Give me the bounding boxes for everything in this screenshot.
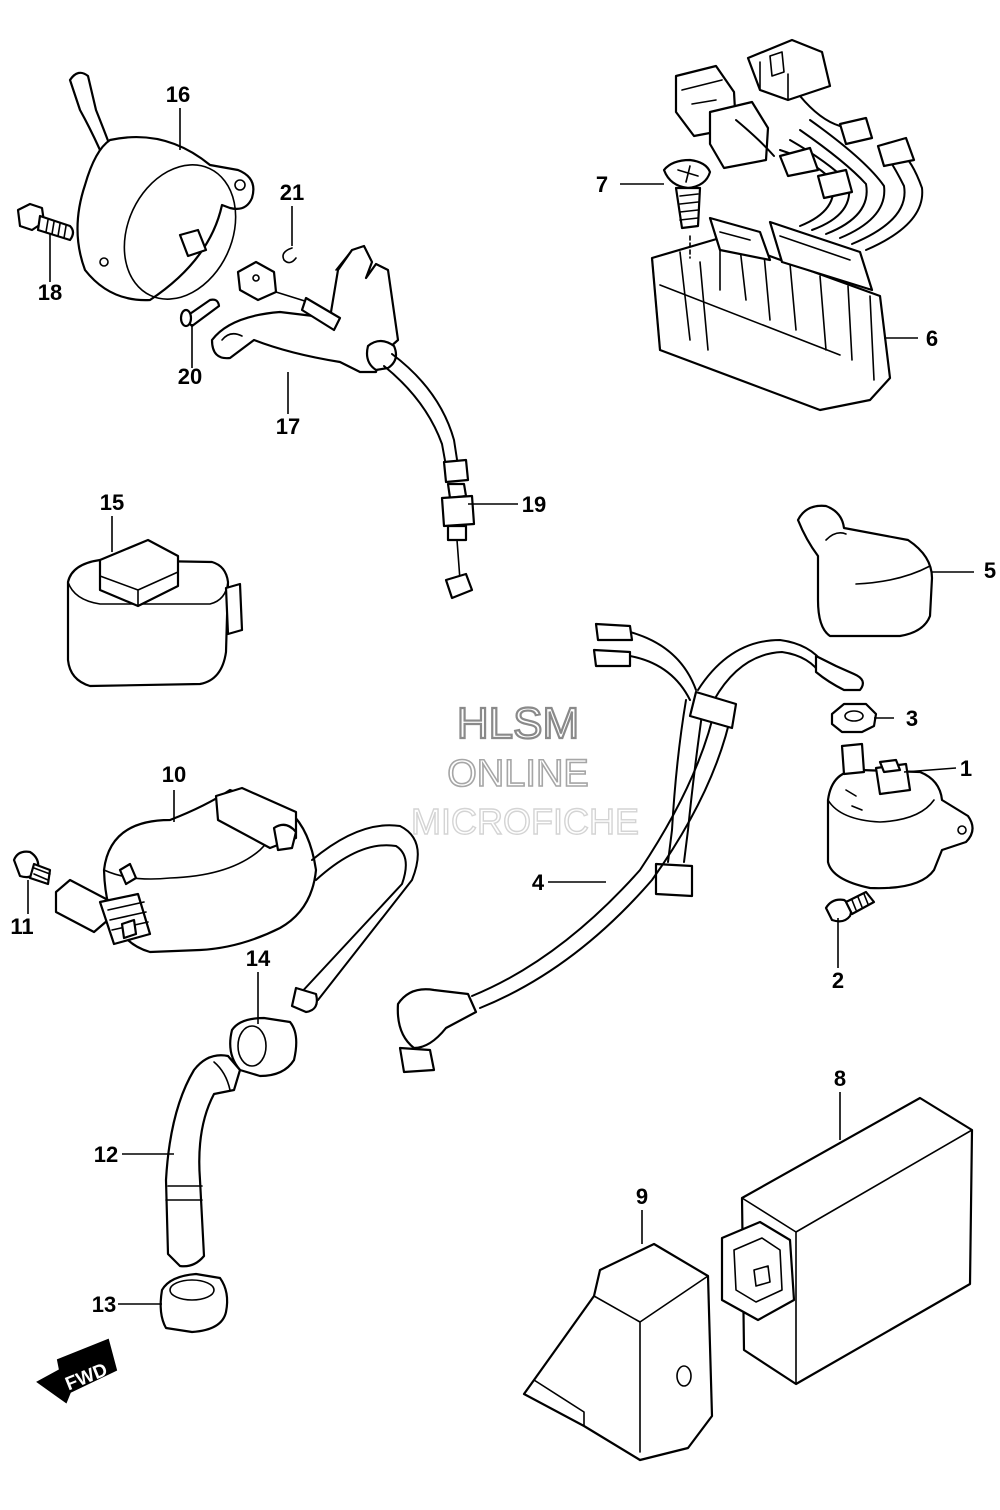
callout-3: 3: [906, 706, 918, 731]
watermark-line-2: ONLINE: [447, 753, 588, 795]
part-5-cover: [796, 504, 934, 638]
watermark-line-3: MICROFICHE: [411, 801, 639, 842]
callout-5: 5: [984, 558, 996, 583]
watermark-line-1: HLSM: [457, 699, 579, 748]
part-12-plug-cap: [164, 1054, 242, 1268]
callout-20: 20: [178, 364, 202, 389]
part-14-grommet: [229, 1016, 298, 1078]
part-3-nut: [830, 702, 878, 734]
callout-4: 4: [532, 870, 545, 895]
callout-19: 19: [522, 492, 546, 517]
callout-8: 8: [834, 1066, 846, 1091]
leader-lines: [27, 108, 974, 1305]
part-20-pin: [179, 298, 221, 328]
watermark: HLSM ONLINE MICROFICHE: [410, 698, 639, 843]
part-17-bracket: [210, 244, 400, 374]
part-4-harness: [396, 622, 864, 1074]
callout-1: 1: [960, 756, 972, 781]
fwd-arrow: FWD: [36, 1338, 118, 1404]
part-6-regulator: [650, 216, 892, 412]
callout-18: 18: [38, 280, 62, 305]
part-10-coil: [54, 786, 419, 1014]
part-13-cap: [159, 1272, 229, 1334]
callouts: 1 2 3 4 5 6 7 8 9 10 11 12 13 14 15 16 1…: [10, 82, 996, 1317]
callout-9: 9: [636, 1184, 648, 1209]
callout-21: 21: [280, 180, 304, 205]
part-9-bracket: [522, 1242, 714, 1462]
part-15-box: [66, 538, 244, 688]
callout-10: 10: [162, 762, 186, 787]
part-21-clip: [282, 247, 297, 264]
part-11-bolt: [12, 850, 52, 886]
part-8-ecu: [720, 1096, 974, 1386]
part-2-bolt: [824, 890, 876, 923]
callout-7: 7: [596, 172, 608, 197]
callout-17: 17: [276, 414, 300, 439]
part-18-bolt: [16, 202, 75, 242]
callout-11: 11: [10, 914, 33, 939]
part-16-pickup: [68, 71, 255, 302]
callout-2: 2: [832, 968, 844, 993]
part-19-cable: [365, 339, 476, 600]
part-6-wires: [674, 38, 924, 251]
callout-12: 12: [94, 1142, 118, 1167]
callout-6: 6: [926, 326, 938, 351]
callout-15: 15: [100, 490, 124, 515]
part-1-relay: [826, 742, 974, 890]
callout-14: 14: [246, 946, 271, 971]
callout-16: 16: [166, 82, 190, 107]
callout-13: 13: [92, 1292, 116, 1317]
part-7-screw: [662, 158, 712, 259]
